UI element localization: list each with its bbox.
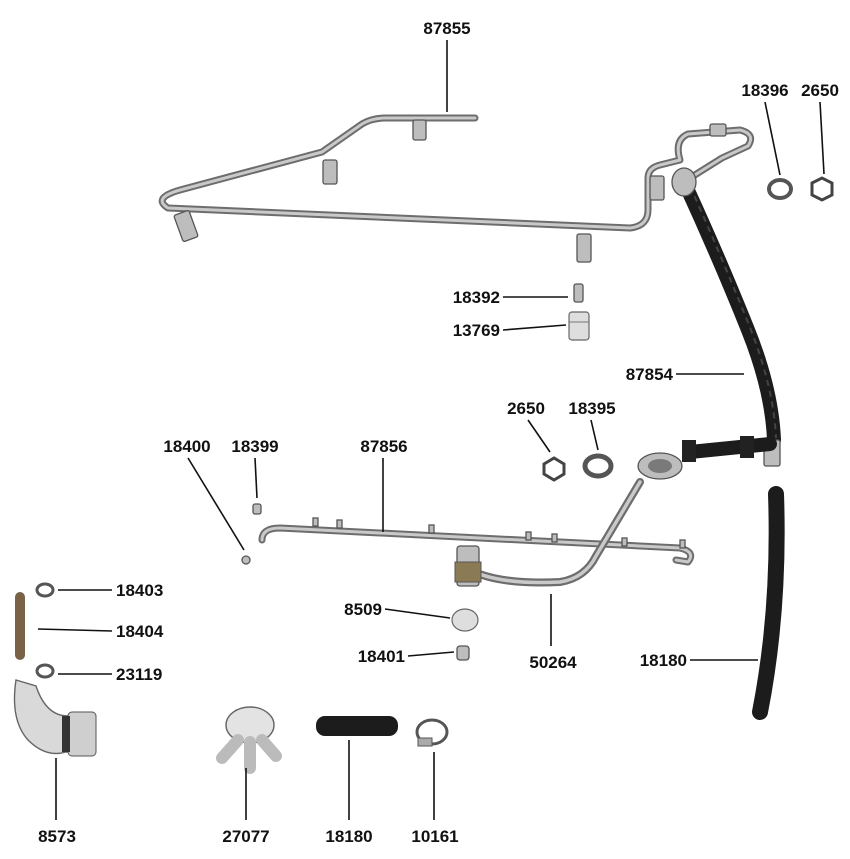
label-8509: 8509: [344, 600, 382, 619]
label-18400: 18400: [163, 437, 210, 456]
label-18180-right: 18180: [640, 651, 687, 670]
label-87854: 87854: [626, 365, 674, 384]
label-18401: 18401: [358, 647, 405, 666]
label-87855: 87855: [423, 19, 470, 38]
label-50264: 50264: [529, 653, 577, 672]
label-10161: 10161: [411, 827, 458, 846]
small-parts: [13, 176, 834, 774]
label-18180-bottom: 18180: [325, 827, 372, 846]
label-8573: 8573: [38, 827, 76, 846]
label-18399: 18399: [231, 437, 278, 456]
label-18404: 18404: [116, 622, 164, 641]
label-18396: 18396: [741, 81, 788, 100]
label-18392: 18392: [453, 288, 500, 307]
label-18395: 18395: [568, 399, 615, 418]
label-13769: 13769: [453, 321, 500, 340]
lower-spray-tube: [258, 478, 695, 587]
supply-hose: [637, 167, 781, 480]
upper-spray-tube: [158, 114, 755, 263]
label-23119: 23119: [116, 665, 162, 684]
part-labels: 87855 18396 2650 18392 13769 87854 2650 …: [38, 19, 839, 846]
label-18403: 18403: [116, 581, 163, 600]
label-87856: 87856: [360, 437, 407, 456]
label-2650-mid: 2650: [507, 399, 545, 418]
label-27077: 27077: [222, 827, 269, 846]
label-2650-top: 2650: [801, 81, 839, 100]
leader-lines: [37, 40, 825, 820]
